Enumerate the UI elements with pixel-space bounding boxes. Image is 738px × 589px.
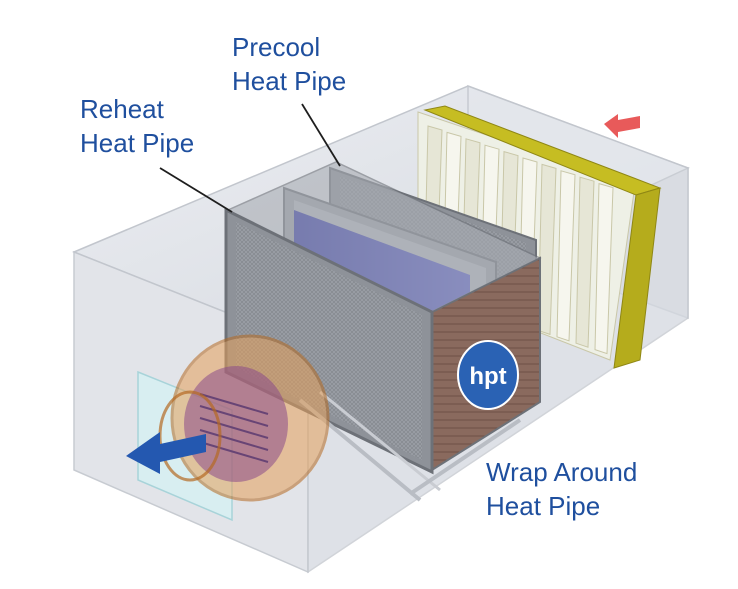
reheat-label-line-1: Reheat bbox=[80, 94, 164, 124]
reheat-coil bbox=[224, 207, 434, 475]
precool-label-line-1: Precool bbox=[232, 32, 321, 62]
precool-heat-pipe-label: Precool Heat Pipe bbox=[232, 30, 346, 98]
wrap-around-heat-pipe-label: Wrap Around Heat Pipe bbox=[486, 455, 637, 523]
wrap-label-line-1: Wrap Around bbox=[486, 457, 638, 487]
wrap-label-line-2: Heat Pipe bbox=[486, 491, 601, 521]
blue-arrow-icon bbox=[126, 432, 206, 474]
logo-text: hpt bbox=[469, 363, 506, 390]
filter-pleat bbox=[575, 176, 595, 348]
reheat-heat-pipe-label: Reheat Heat Pipe bbox=[80, 92, 194, 160]
red-arrow-icon bbox=[604, 114, 640, 138]
precool-label-line-2: Heat Pipe bbox=[232, 66, 347, 96]
filter-pleat bbox=[556, 170, 576, 342]
filter-pleat bbox=[594, 182, 614, 355]
reheat-label-line-2: Heat Pipe bbox=[80, 128, 195, 158]
hpt-logo: hpt bbox=[457, 340, 519, 410]
reheat-leader-line bbox=[159, 167, 233, 213]
precool-leader-line bbox=[301, 103, 341, 167]
